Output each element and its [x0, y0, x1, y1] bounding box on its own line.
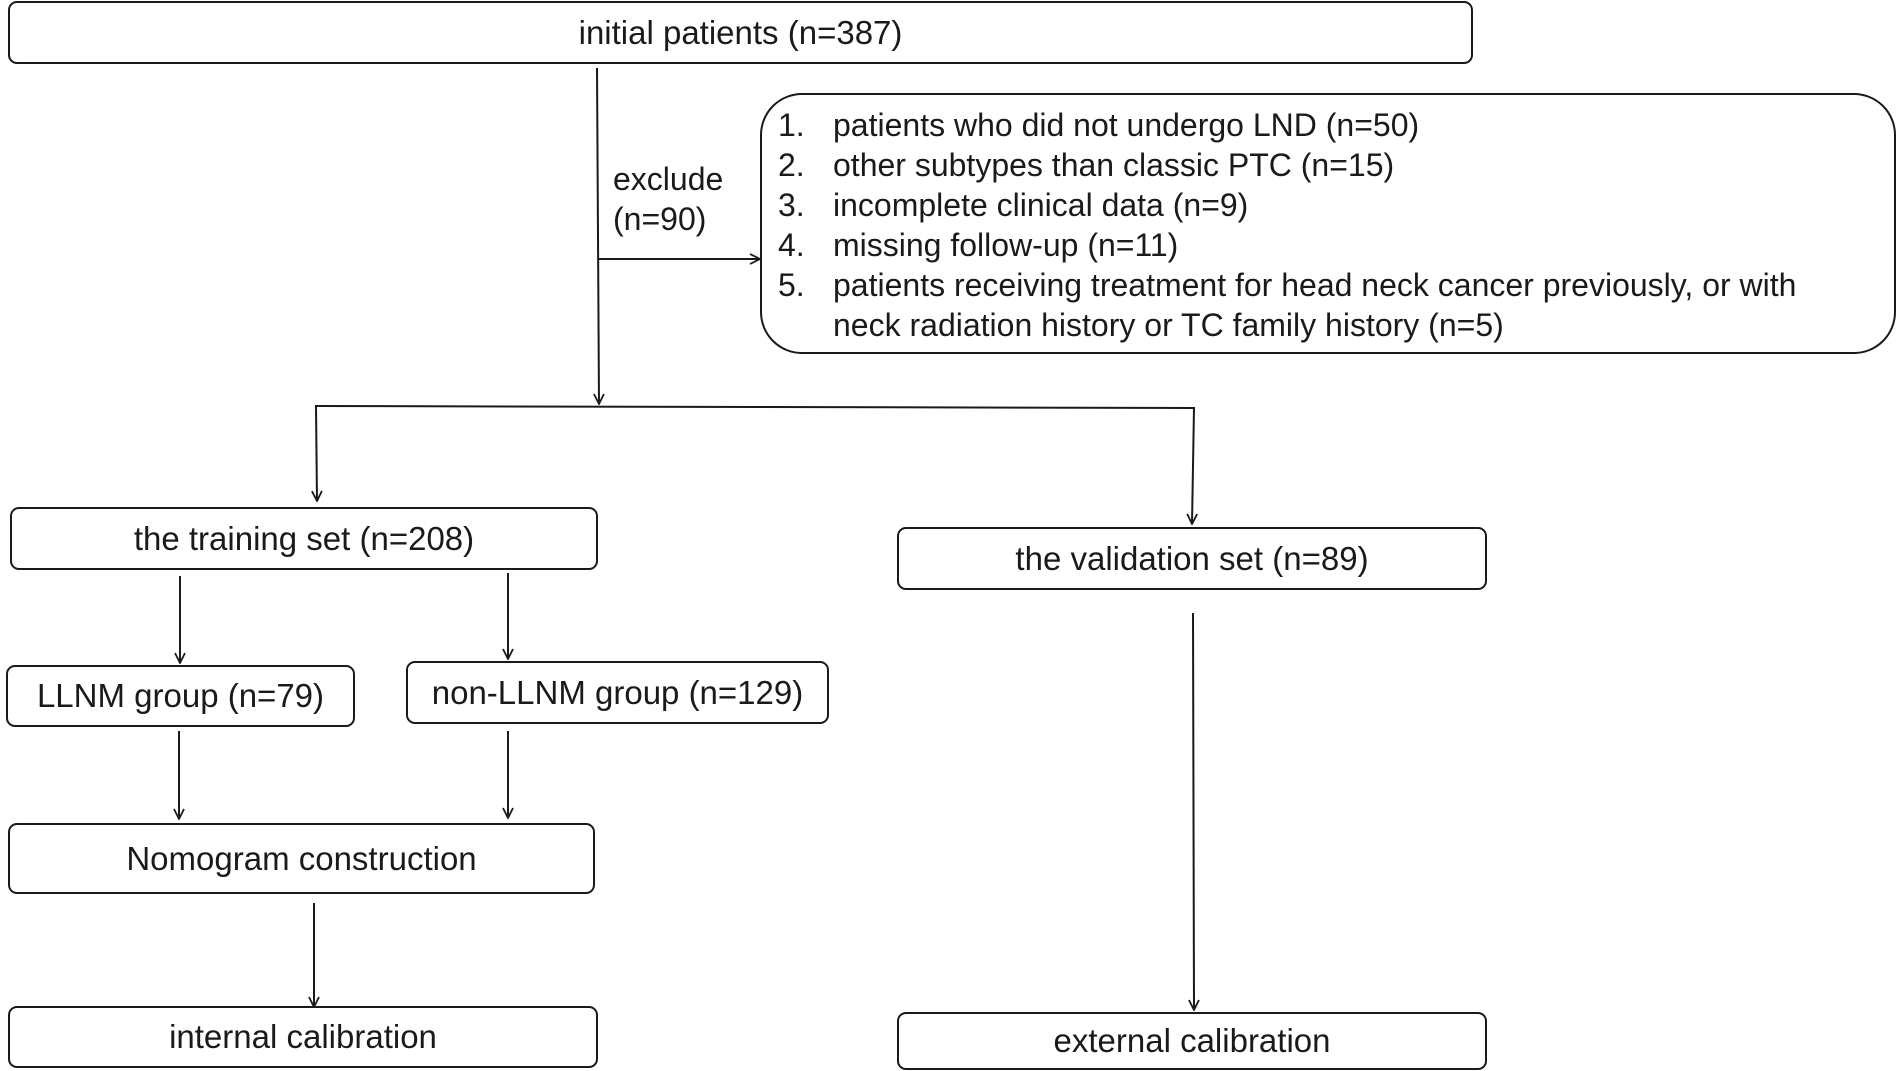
exclusion-item: 5. patients receiving treatment for head…	[762, 265, 1894, 305]
exclusion-text: incomplete clinical data (n=9)	[833, 187, 1249, 223]
exclusion-number: 5.	[778, 267, 805, 303]
non-llnm-group-label: non-LLNM group (n=129)	[431, 673, 804, 711]
exclusion-number: 2.	[778, 147, 805, 183]
external-calibration-box: external calibration	[897, 1012, 1487, 1070]
training-set-box: the training set (n=208)	[10, 507, 598, 570]
arrow-to-external	[1193, 612, 1194, 1010]
internal-calibration-label: internal calibration	[169, 1018, 437, 1055]
nomogram-construction-label: Nomogram construction	[126, 839, 477, 877]
initial-patients-box: initial patients (n=387)	[8, 1, 1473, 64]
external-calibration-label: external calibration	[1053, 1022, 1331, 1059]
non-llnm-group-box: non-LLNM group (n=129)	[406, 661, 829, 724]
validation-set-box: the validation set (n=89)	[897, 527, 1487, 590]
exclusion-number: 1.	[778, 107, 805, 143]
training-set-label: the training set (n=208)	[133, 519, 475, 557]
split-line	[314, 405, 1196, 409]
nomogram-construction-box: Nomogram construction	[8, 823, 595, 894]
exclusion-text: missing follow-up (n=11)	[833, 227, 1179, 263]
exclusion-item-continuation: neck radiation history or TC family hist…	[833, 307, 1504, 343]
arrow-to-training	[316, 405, 317, 501]
exclusion-text: patients receiving treatment for head ne…	[833, 267, 1797, 303]
exclude-count: (n=90)	[613, 201, 707, 237]
exclusion-item: 2. other subtypes than classic PTC (n=15…	[762, 145, 1894, 185]
initial-patients-label: initial patients (n=387)	[578, 13, 903, 51]
exclude-word: exclude	[613, 161, 724, 197]
exclusion-text: other subtypes than classic PTC (n=15)	[833, 147, 1395, 183]
validation-set-label: the validation set (n=89)	[1015, 539, 1369, 577]
llnm-group-label: LLNM group (n=79)	[36, 677, 325, 714]
exclusion-number: 4.	[778, 227, 805, 263]
exclusion-text: patients who did not undergo LND (n=50)	[833, 107, 1420, 143]
exclusion-item: 4. missing follow-up (n=11)	[762, 225, 1894, 265]
arrow-initial-to-split	[597, 67, 599, 404]
exclusion-criteria-box: 1. patients who did not undergo LND (n=5…	[760, 93, 1896, 354]
exclusion-item: 3. incomplete clinical data (n=9)	[762, 185, 1894, 225]
llnm-group-box: LLNM group (n=79)	[6, 665, 355, 727]
exclude-label: exclude (n=90)	[613, 159, 723, 239]
arrow-to-validation	[1192, 407, 1194, 524]
internal-calibration-box: internal calibration	[8, 1006, 598, 1068]
exclusion-item: 1. patients who did not undergo LND (n=5…	[762, 105, 1894, 145]
exclusion-number: 3.	[778, 187, 805, 223]
